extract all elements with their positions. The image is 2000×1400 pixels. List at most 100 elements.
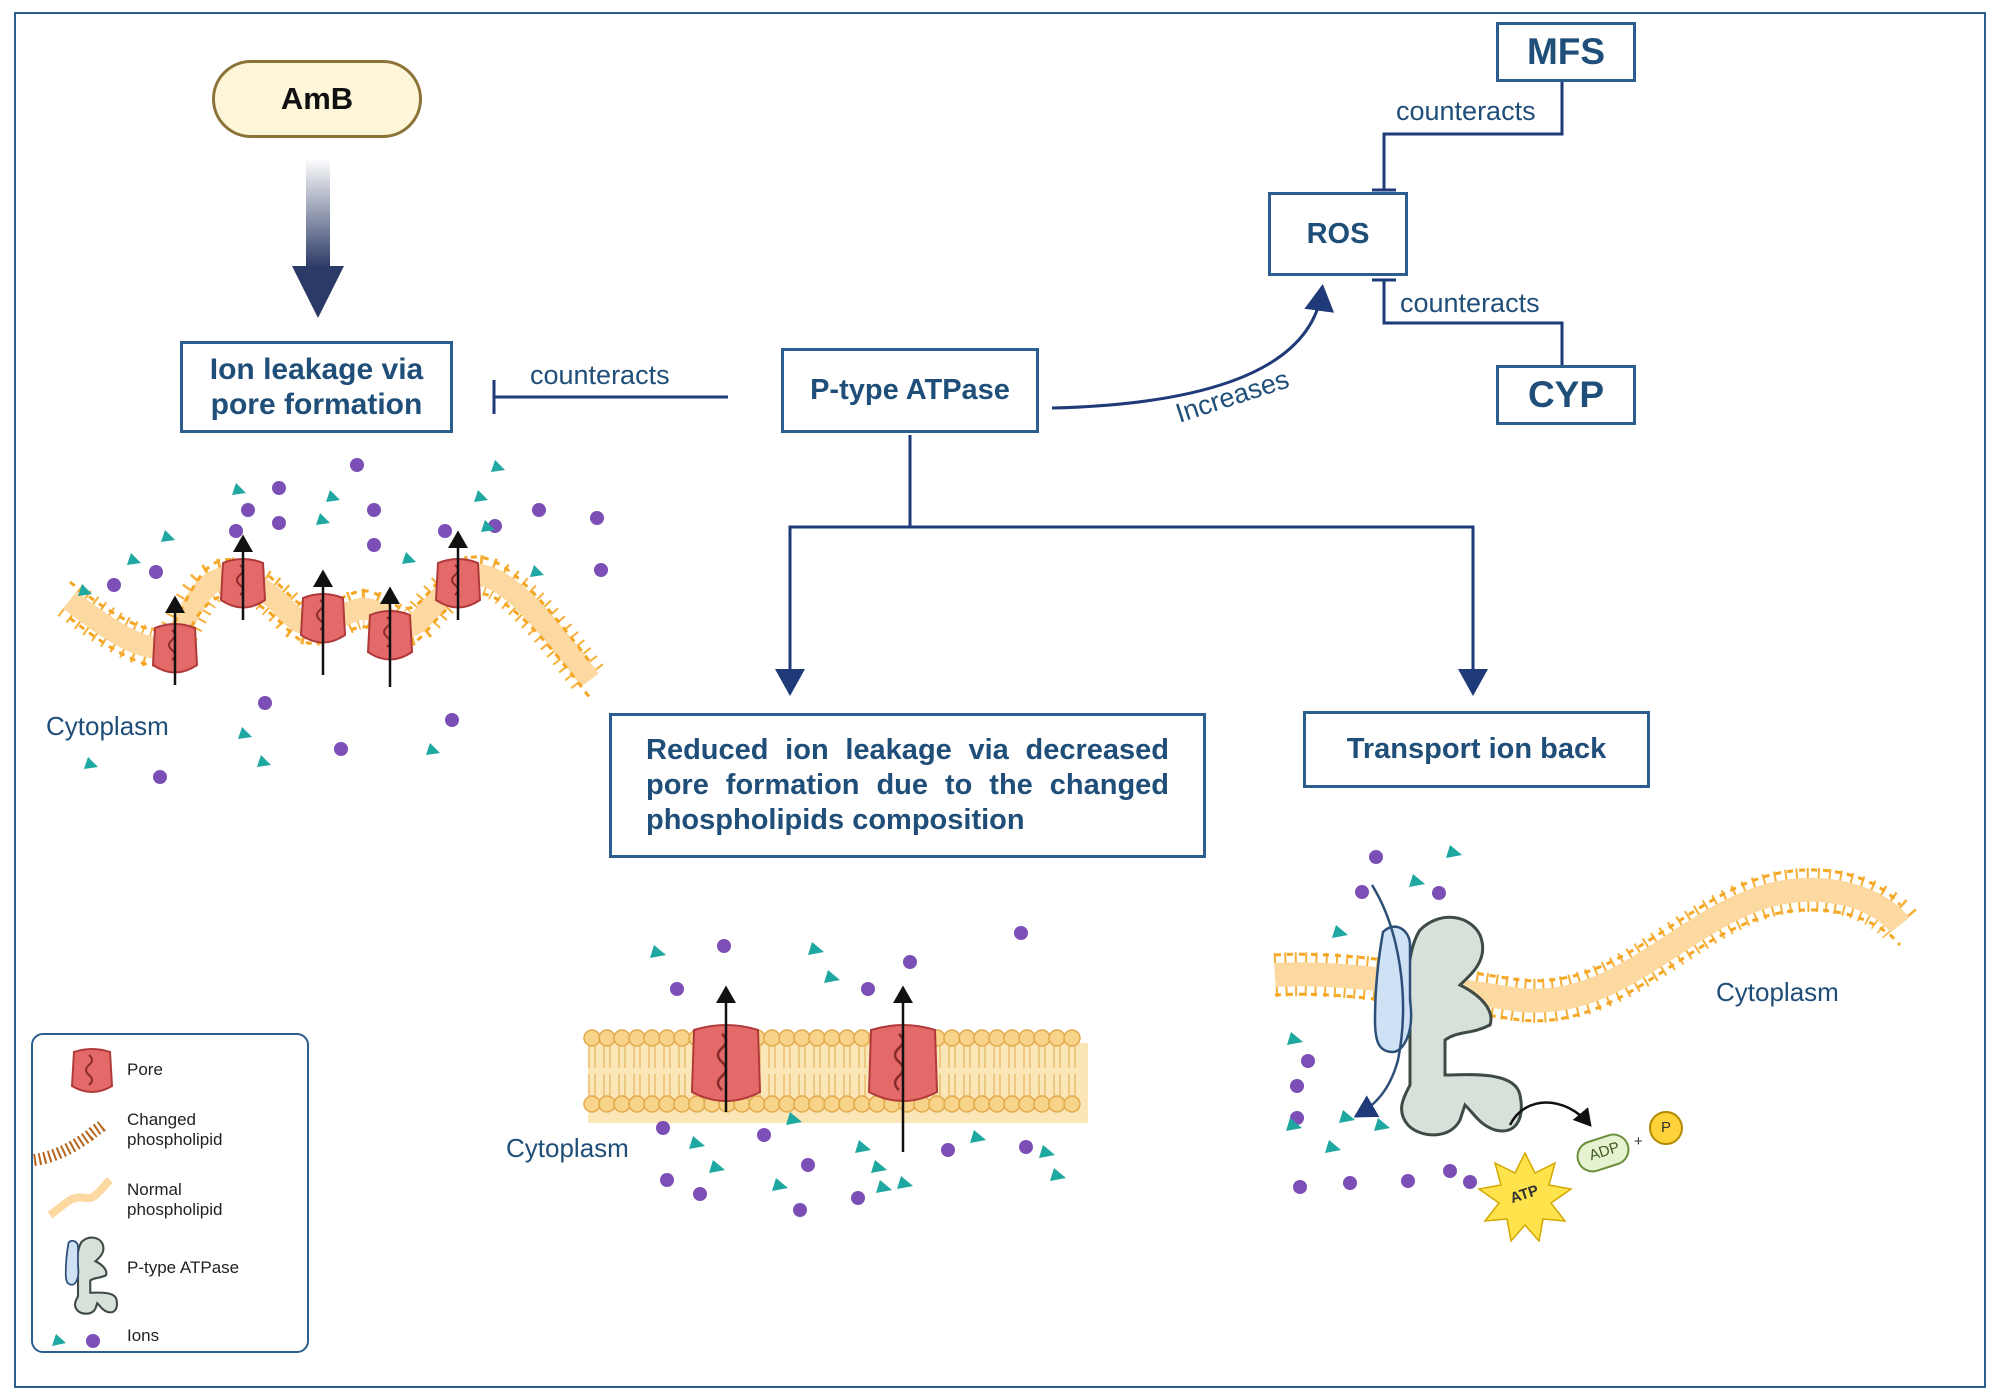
left-pores xyxy=(151,530,482,687)
lipid-head xyxy=(613,1095,631,1113)
lipid-head xyxy=(643,1095,661,1113)
lipid-head xyxy=(748,1095,766,1113)
p-type-atpase-node: P-type ATPase xyxy=(781,348,1039,433)
atpase-increases-ros-edge xyxy=(1051,284,1335,410)
diagram-frame xyxy=(14,12,1986,1388)
lipid-head xyxy=(598,1029,616,1047)
lipid-head xyxy=(838,1095,856,1113)
lipid-head xyxy=(973,1029,991,1047)
lipid-head xyxy=(628,1095,646,1113)
lipid-head xyxy=(1048,1095,1066,1113)
pore xyxy=(299,569,347,675)
lipid-head xyxy=(958,1095,976,1113)
lipid-head xyxy=(763,1029,781,1047)
lipid-head xyxy=(1033,1095,1051,1113)
lipid-head xyxy=(988,1095,1006,1113)
mfs-node: MFS xyxy=(1496,22,1636,82)
ros-node: ROS xyxy=(1268,192,1408,276)
lipid-head xyxy=(853,1029,871,1047)
lipid-head xyxy=(1018,1029,1036,1047)
atpase-branch-edges xyxy=(775,435,1488,696)
pore xyxy=(366,586,414,687)
center-pores xyxy=(690,985,939,1152)
pore xyxy=(219,534,267,620)
legend-normal-phospholipid-icon xyxy=(47,1177,113,1219)
reduced-leakage-node: Reduced ion leakage via decreased pore f… xyxy=(609,713,1206,858)
lipid-head xyxy=(1003,1029,1021,1047)
mfs-counteracts-ros-edge xyxy=(1372,82,1564,192)
lipid-head xyxy=(763,1095,781,1113)
lipid-head xyxy=(1033,1029,1051,1047)
amb-node: AmB xyxy=(212,60,422,138)
lipid-head xyxy=(793,1029,811,1047)
left-cytoplasm-label: Cytoplasm xyxy=(46,711,169,741)
lipid-head xyxy=(583,1095,601,1113)
lipid-head xyxy=(673,1095,691,1113)
right-ions xyxy=(1286,845,1477,1194)
lipid-head xyxy=(973,1095,991,1113)
lipid-head xyxy=(613,1029,631,1047)
atpase-counteracts-leakage-edge xyxy=(492,380,728,414)
lipid-head xyxy=(658,1029,676,1047)
legend xyxy=(31,1033,309,1353)
cyp-ros-edge-label: counteracts xyxy=(1400,288,1540,318)
lipid-head xyxy=(688,1095,706,1113)
pore xyxy=(867,985,939,1152)
legend-normal-phospholipid-label: Normal phospholipid xyxy=(127,1180,223,1219)
lipid-head xyxy=(1063,1095,1081,1113)
lipid-head xyxy=(778,1029,796,1047)
adp-pill xyxy=(1576,1133,1630,1173)
p-type-atpase-protein xyxy=(1353,884,1592,1137)
pore xyxy=(690,985,762,1112)
lipid-head xyxy=(838,1029,856,1047)
lipid-head xyxy=(943,1029,961,1047)
amb-arrow xyxy=(292,158,344,318)
lipid-head xyxy=(1063,1029,1081,1047)
legend-atpase-icon xyxy=(64,1236,118,1315)
legend-ion-triangle-icon xyxy=(52,1334,66,1346)
legend-atpase-label: P-type ATPase xyxy=(127,1258,240,1277)
cyp-node: CYP xyxy=(1496,365,1636,425)
left-ions xyxy=(78,458,608,784)
lipid-head xyxy=(823,1029,841,1047)
lipid-head xyxy=(583,1029,601,1047)
ion-leakage-node: Ion leakage via pore formation xyxy=(180,341,453,433)
legend-ion-circle-icon xyxy=(86,1334,100,1348)
lipid-head xyxy=(853,1095,871,1113)
legend-pore-icon xyxy=(70,1048,114,1093)
center-membrane xyxy=(583,1029,1088,1123)
lipid-head xyxy=(673,1029,691,1047)
legend-pore-label: Pore xyxy=(127,1060,163,1079)
phosphate-circle xyxy=(1649,1111,1683,1145)
lipid-head xyxy=(823,1095,841,1113)
lipid-head xyxy=(1018,1095,1036,1113)
lipid-head xyxy=(778,1095,796,1113)
atpase-leakage-edge-label: counteracts xyxy=(530,360,670,390)
lipid-head xyxy=(928,1095,946,1113)
lipid-head xyxy=(808,1029,826,1047)
center-cytoplasm-label: Cytoplasm xyxy=(506,1133,629,1163)
atp-burst xyxy=(1477,1151,1573,1243)
lipid-head xyxy=(643,1029,661,1047)
lipid-head xyxy=(958,1029,976,1047)
legend-changed-phospholipid-icon xyxy=(33,1120,108,1166)
legend-changed-phospholipid-label: Changed phospholipid xyxy=(127,1110,223,1149)
lipid-head xyxy=(1003,1095,1021,1113)
lipid-head xyxy=(628,1029,646,1047)
lipid-head xyxy=(1048,1029,1066,1047)
phosphate-label: P xyxy=(1661,1119,1672,1136)
pore xyxy=(434,530,482,620)
cyp-counteracts-ros-edge xyxy=(1372,278,1564,365)
mfs-ros-edge-label: counteracts xyxy=(1396,96,1536,126)
plus-sign: + xyxy=(1634,1133,1643,1150)
right-cytoplasm-label: Cytoplasm xyxy=(1716,977,1839,1007)
transport-back-node: Transport ion back xyxy=(1303,711,1650,788)
lipid-head xyxy=(658,1095,676,1113)
lipid-head xyxy=(988,1029,1006,1047)
pore xyxy=(151,595,199,685)
lipid-head xyxy=(943,1095,961,1113)
lipid-head xyxy=(793,1095,811,1113)
lipid-head xyxy=(808,1095,826,1113)
center-ions xyxy=(650,926,1066,1217)
